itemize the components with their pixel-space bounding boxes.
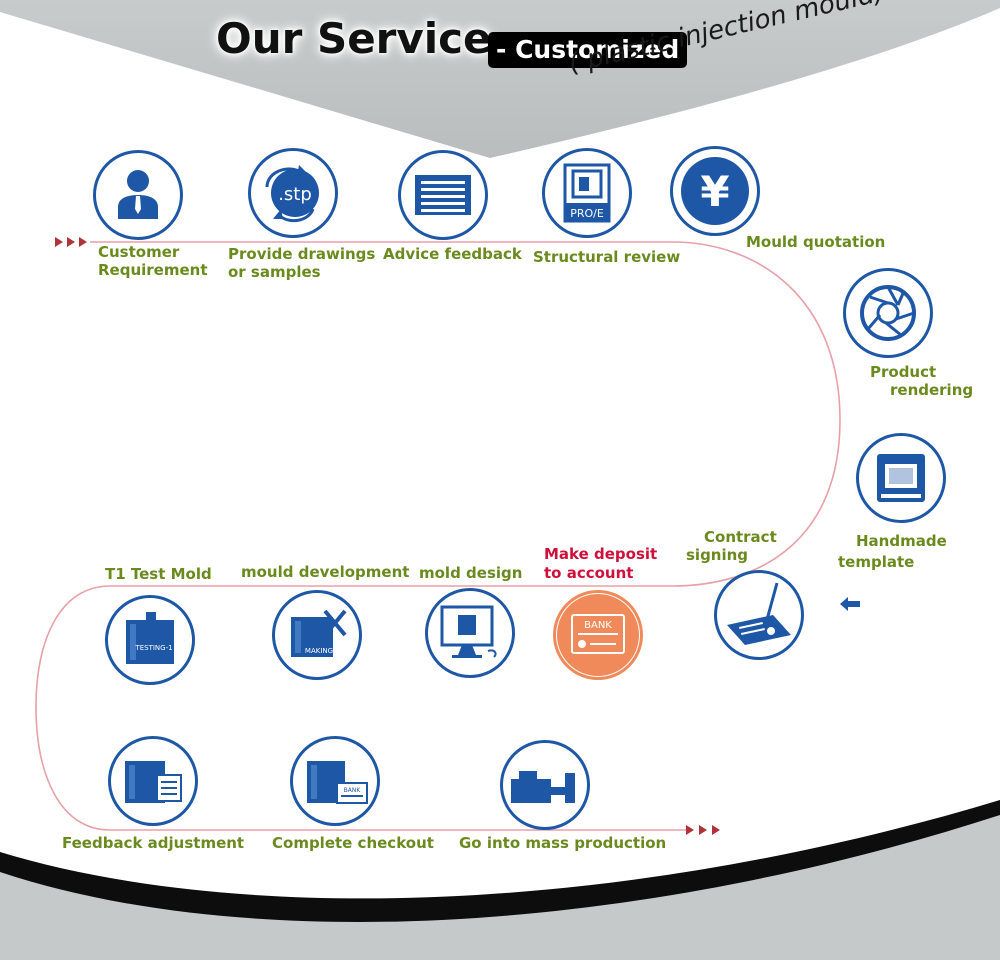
footer-swoosh bbox=[0, 800, 1000, 922]
aperture-icon bbox=[860, 285, 916, 341]
end-arrows-icon bbox=[686, 825, 720, 835]
svg-text:TESTING-1: TESTING-1 bbox=[134, 644, 172, 652]
svg-text:BANK: BANK bbox=[584, 620, 612, 631]
step-advice-icon bbox=[398, 150, 488, 240]
title-badge: - Customized bbox=[488, 32, 688, 68]
stp-file-icon: .stp bbox=[265, 165, 319, 223]
step-template-icon bbox=[856, 433, 946, 523]
person-icon bbox=[118, 170, 158, 219]
yen-icon: ¥ bbox=[681, 157, 749, 225]
step-contract-icon bbox=[714, 570, 804, 660]
document-lines-icon bbox=[415, 175, 471, 215]
step-feedback-icon bbox=[108, 736, 198, 826]
proe-drawing-icon: PRO/E bbox=[563, 163, 611, 223]
footer-band bbox=[0, 800, 1000, 960]
mold-report-icon bbox=[125, 761, 182, 803]
step-design-icon bbox=[425, 588, 515, 678]
step-t1-icon: TESTING-1 bbox=[105, 595, 195, 685]
label-t1-test-mold: T1 Test Mold bbox=[105, 565, 212, 583]
label-structural-review: Structural review bbox=[533, 248, 681, 266]
label-advice-feedback: Advice feedback bbox=[383, 245, 522, 263]
page-title: Our Service bbox=[216, 14, 492, 63]
svg-text:MAKING: MAKING bbox=[305, 647, 333, 655]
monitor-icon bbox=[440, 605, 497, 658]
step-development-icon: MAKING bbox=[272, 590, 362, 680]
process-path bbox=[35, 241, 841, 831]
step-deposit-icon: BANK bbox=[553, 590, 643, 680]
pen-signing-icon bbox=[727, 582, 791, 645]
svg-text:¥: ¥ bbox=[700, 167, 729, 216]
label-mould-quotation: Mould quotation bbox=[746, 233, 886, 251]
svg-text:BANK: BANK bbox=[344, 787, 362, 794]
step-quotation-icon: ¥ bbox=[670, 146, 760, 236]
svg-text:PRO/E: PRO/E bbox=[570, 207, 604, 220]
injection-machine-icon bbox=[511, 771, 575, 803]
label-mass-production: Go into mass production bbox=[459, 834, 667, 852]
mold-making-icon: MAKING bbox=[291, 609, 347, 657]
test-mold-icon: TESTING-1 bbox=[126, 612, 174, 664]
header-band bbox=[0, 0, 1000, 158]
mold-bank-icon: BANK bbox=[307, 761, 368, 804]
step-structural-icon: PRO/E bbox=[542, 148, 632, 238]
step-customer-icon bbox=[93, 150, 183, 240]
label-complete-checkout: Complete checkout bbox=[272, 834, 434, 852]
svg-text:.stp: .stp bbox=[278, 184, 312, 205]
label-feedback-adjustment: Feedback adjustment bbox=[62, 834, 245, 852]
step-mass-icon bbox=[500, 740, 590, 830]
step-checkout-icon: BANK bbox=[290, 736, 380, 826]
step-drawings-icon: .stp bbox=[248, 148, 338, 238]
3d-printer-icon bbox=[877, 454, 925, 502]
label-mould-development: mould development bbox=[241, 563, 410, 581]
start-arrows-icon bbox=[55, 237, 87, 247]
step-rendering-icon bbox=[843, 268, 933, 358]
label-mold-design: mold design bbox=[419, 564, 523, 582]
bank-card-icon: BANK bbox=[557, 594, 639, 676]
left-arrow-icon bbox=[840, 597, 860, 611]
